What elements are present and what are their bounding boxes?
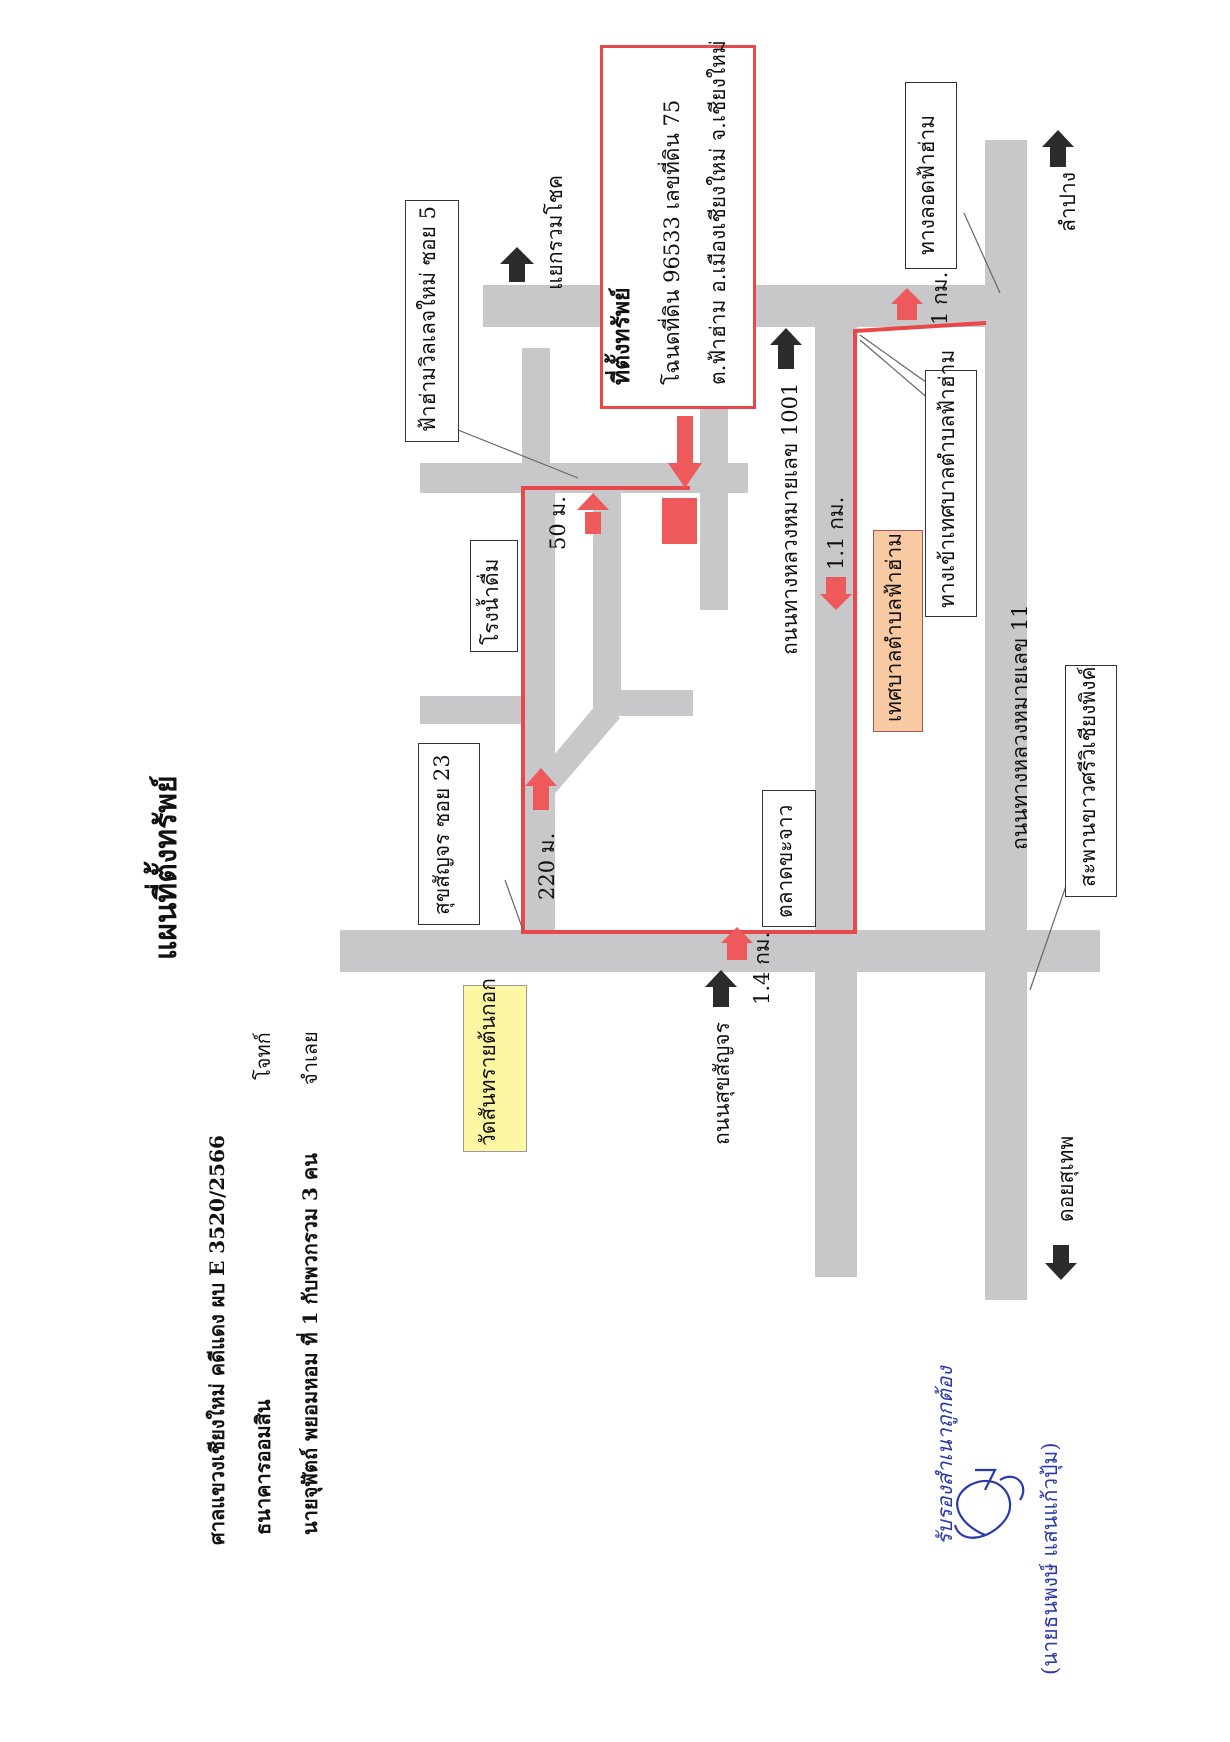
arrow-doi-suthep	[1045, 1245, 1077, 1280]
plaintiff-role: โจทก์	[251, 1032, 275, 1080]
label-box-sukhsanjai23	[418, 743, 480, 925]
distance-1-4km: 1.4 กม.	[750, 931, 774, 1005]
property-address: ต.ฟ้าฮ่าม อ.เมืองเชียงใหม่ จ.เชียงใหม่	[706, 40, 730, 385]
defendant-role: จำเลย	[298, 1031, 322, 1085]
label-entry-municipality: ทางเข้าเทศบาลตำบลฟ้าฮ่าม	[935, 349, 959, 608]
road-highway-11	[985, 140, 1027, 1300]
leader-lines	[457, 212, 1069, 991]
certify-text: รับรองสำเนาถูกต้อง	[933, 1366, 957, 1545]
arrow-1km	[891, 288, 923, 320]
label-hwy11: ถนนทางหลวงหมายเลข 11	[1008, 604, 1032, 850]
property-box	[600, 45, 756, 409]
map-title: แผนที่ตั้งทรัพย์	[149, 775, 184, 960]
signature-scribble	[953, 1468, 1025, 1539]
distance-220m: 220 ม.	[535, 832, 559, 900]
road-highway-1001	[815, 322, 857, 1277]
label-box-soi5	[405, 200, 459, 442]
red-arrows	[525, 288, 923, 960]
arrow-1-4km	[721, 927, 753, 960]
label-yaek-ruamchok: แยกรวมโชค	[543, 174, 567, 290]
court-case-line: ศาลแขวงเชียงใหม่ คดีแดง ผบ E 3520/2566	[205, 1135, 229, 1545]
arrow-to-property	[668, 416, 702, 488]
arrow-hwy1001	[770, 328, 802, 369]
distance-1-1km: 1.1 กม.	[824, 496, 848, 570]
arrow-lampang	[1042, 130, 1074, 167]
property-deed: โฉนดที่ดิน 96533 เลขที่ดิน 75	[660, 99, 684, 385]
label-turn-faham: ทางลอดฟ้าฮ่าม	[915, 114, 939, 255]
label-bridge: สะพานขาวศรีวิเชียงพิงค์	[1076, 666, 1100, 887]
property-marker	[662, 498, 697, 544]
road-left-stub	[420, 696, 526, 724]
arrow-yaek-ruamchok	[500, 247, 534, 282]
dark-arrows	[500, 130, 1077, 1280]
arrow-50m	[577, 493, 609, 534]
label-box-turn-faham	[905, 82, 957, 269]
label-soi5: ฟ้าฮ่ามวิลเลจใหม่ ซอย 5	[416, 206, 440, 432]
defendant-name: นายจุฬัตถ์ พยอมหอม ที่ 1 กับพวกรวม 3 คน	[298, 1153, 322, 1535]
arrow-1-1km	[820, 577, 852, 610]
distance-1km: 1 กม.	[928, 271, 952, 325]
road-diagonal	[528, 700, 620, 805]
label-lampang: ลำปาง	[1056, 171, 1080, 232]
signer-name: (นายธนพงษ์ แสนแก้วปุ้ม)	[1038, 1442, 1062, 1675]
label-box-municipality	[873, 530, 923, 732]
distance-50m: 50 ม.	[546, 496, 570, 550]
label-sukhsanjai23: สุขสัญจร ซอย 23	[430, 754, 454, 915]
label-box-bridge	[1065, 665, 1117, 897]
arrow-220m	[525, 768, 557, 810]
label-box-entry-municipality	[925, 370, 977, 617]
label-box-temple	[463, 985, 527, 1152]
property-heading: ที่ตั้งทรัพย์	[608, 287, 635, 385]
label-doi-suthep: ดอยสุเทพ	[1054, 1135, 1078, 1222]
label-water-plant: โรงน้ำดื่ม	[479, 558, 503, 645]
road-network	[340, 140, 1100, 1300]
label-hwy1001: ถนนทางหลวงหมายเลข 1001	[778, 382, 802, 655]
label-market: ตลาดขะจาว	[773, 804, 797, 918]
arrow-sukhsanjai-rd	[705, 970, 737, 1007]
road-soi23	[523, 490, 555, 930]
label-sukhsanjai-rd: ถนนสุขสัญจร	[710, 1022, 734, 1145]
road-sukhsanjai	[340, 930, 1100, 972]
label-municipality: เทศบาลตำบลฟ้าฮ่าม	[882, 532, 906, 722]
route-line	[521, 321, 987, 934]
plaintiff-name: ธนาคารออมสิน	[251, 1399, 275, 1535]
label-box-water-plant	[470, 540, 518, 652]
label-temple: วัดสันทรายต้นกอก	[476, 978, 500, 1146]
label-box-market	[762, 790, 816, 927]
